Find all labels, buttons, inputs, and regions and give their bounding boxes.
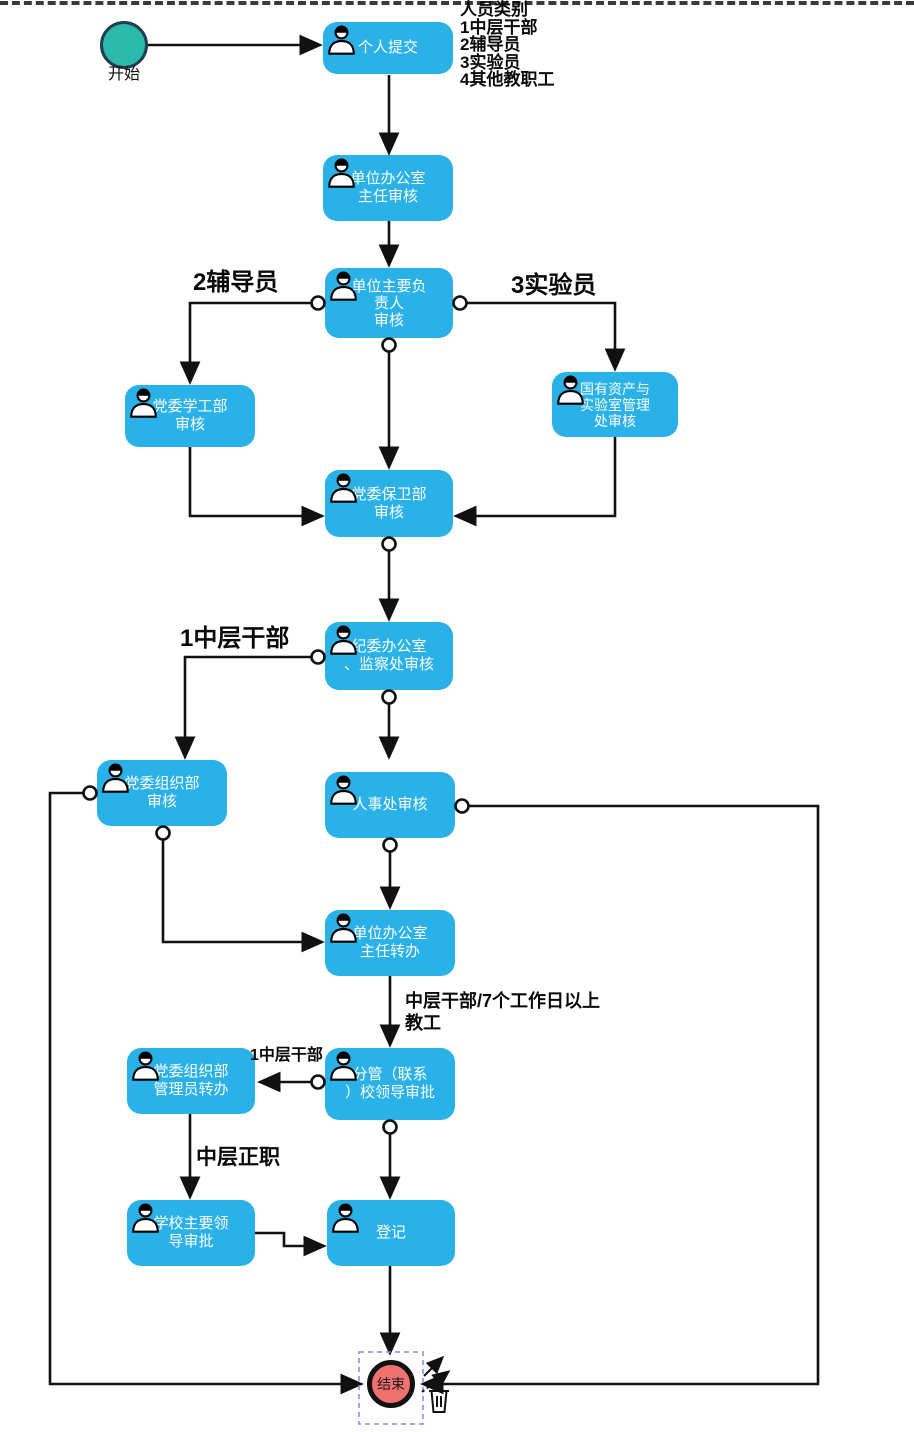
person-icon	[328, 1050, 359, 1081]
trash-icon	[429, 1387, 449, 1413]
annotation-line: 2辅导员	[460, 35, 521, 54]
port-circle	[381, 689, 397, 705]
person-icon	[328, 270, 359, 301]
node-personal-submit[interactable]: 个人提交	[323, 22, 453, 74]
end-node[interactable]: 结束	[367, 1360, 415, 1408]
node-label: 登记	[375, 1224, 406, 1241]
edge-label-mid-level-cadre-1: 1中层干部	[180, 625, 290, 652]
port-circle	[382, 837, 398, 853]
node-unit-principal-review[interactable]: 单位主要负责人审核	[325, 268, 453, 338]
person-icon	[100, 762, 131, 793]
node-label: 党委学工部审核	[152, 398, 228, 433]
node-state-assets-lab-review[interactable]: 国有资产与实验室管理处审核	[552, 372, 678, 437]
port-circle	[381, 536, 397, 552]
port-circle	[381, 337, 397, 353]
port-circle	[382, 1119, 398, 1135]
person-icon	[326, 157, 357, 188]
person-icon	[328, 472, 359, 503]
node-label: 纪委办公室、监察处审核	[343, 638, 434, 673]
node-unit-office-director-transfer[interactable]: 单位办公室主任转办	[325, 910, 455, 976]
edge-label-mid-level-7days-2: 教工	[405, 1013, 441, 1033]
personnel-category-annotation: 人员类别 1中层干部 2辅导员 3实验员 4其他教职工	[460, 1, 554, 89]
person-icon	[330, 1202, 361, 1233]
node-label: 党委组织部管理员转办	[153, 1063, 229, 1098]
port-circle	[155, 825, 171, 841]
node-label: 党委组织部审核	[124, 775, 200, 810]
person-icon	[328, 912, 359, 943]
port-circle	[454, 798, 470, 814]
node-label: 人事处审核	[352, 796, 428, 813]
person-icon	[130, 1050, 161, 1081]
person-icon	[130, 1202, 161, 1233]
port-circle	[310, 295, 326, 311]
node-label: 单位办公室主任审核	[350, 170, 426, 205]
person-icon	[555, 374, 586, 405]
person-icon	[128, 387, 159, 418]
selection-dash-top	[0, 1, 914, 5]
edge-label-counselor: 2辅导员	[193, 269, 279, 296]
port-circle	[452, 295, 468, 311]
edge-label-mid-level-cadre-2: 1中层干部	[250, 1047, 323, 1064]
node-party-organization-review[interactable]: 党委组织部审核	[97, 760, 227, 826]
node-label: 个人提交	[357, 39, 418, 56]
annotation-line: 1中层干部	[460, 17, 538, 37]
node-label: 分管（联系）校领导审批	[344, 1066, 435, 1101]
node-label: 学校主要领导审批	[153, 1215, 229, 1250]
edge-label-mid-level-7days-1: 中层干部/7个工作日以上	[405, 991, 601, 1011]
node-label: 党委保卫部审核	[351, 485, 427, 521]
port-circle	[82, 785, 98, 801]
node-label: 单位办公室主任转办	[352, 925, 428, 960]
node-school-main-leader-approval[interactable]: 学校主要领导审批	[127, 1200, 255, 1266]
annotation-line: 人员类别	[460, 0, 528, 19]
port-circle	[310, 1074, 326, 1090]
node-discipline-supervision-review[interactable]: 纪委办公室、监察处审核	[325, 622, 453, 690]
port-circle	[310, 649, 326, 665]
node-party-student-work-review[interactable]: 党委学工部审核	[125, 385, 255, 447]
start-node-label: 开始	[107, 66, 140, 83]
end-node-label: 结束	[377, 1376, 405, 1392]
node-label: 单位主要负责人审核	[351, 277, 427, 329]
node-unit-office-director-review[interactable]: 单位办公室主任审核	[323, 155, 453, 221]
start-node[interactable]	[100, 21, 148, 69]
node-label: 国有资产与实验室管理处审核	[580, 380, 650, 429]
edge-label-mid-level-principal: 中层正职	[196, 1146, 280, 1169]
node-party-org-admin-transfer[interactable]: 党委组织部管理员转办	[127, 1048, 255, 1114]
node-register[interactable]: 登记	[327, 1200, 455, 1266]
edge-label-lab-technician: 3实验员	[511, 272, 597, 299]
person-icon	[328, 774, 359, 805]
person-icon	[328, 624, 359, 655]
annotation-line: 3实验员	[460, 52, 521, 72]
node-hr-office-review[interactable]: 人事处审核	[325, 772, 455, 838]
annotation-line: 4其他教职工	[460, 70, 555, 89]
person-icon	[326, 24, 357, 55]
node-party-security-review[interactable]: 党委保卫部审核	[325, 470, 453, 537]
draw-dashed-connector-icon	[421, 1370, 451, 1393]
draw-connector-icon	[423, 1355, 445, 1377]
node-deputy-school-leader-approval[interactable]: 分管（联系）校领导审批	[325, 1048, 455, 1120]
